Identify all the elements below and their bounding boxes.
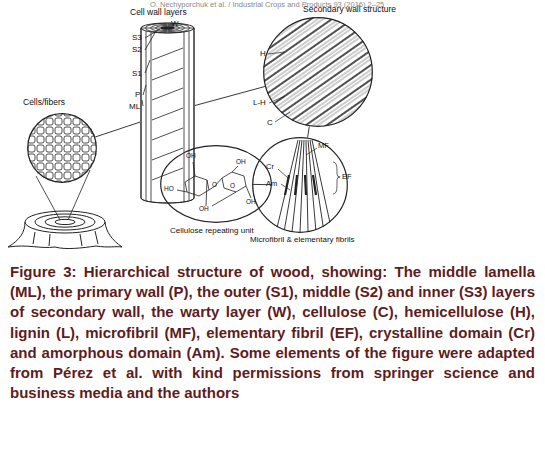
layer-label: S1 <box>132 70 142 78</box>
layer-line <box>146 31 147 200</box>
fibril-hatch <box>152 48 183 180</box>
component-label: Am <box>266 180 277 188</box>
node-heading: Microfibril & elementary fibrils <box>250 236 354 244</box>
fibril-bracket <box>333 162 340 194</box>
cylinder-outline <box>141 23 194 203</box>
layer-line <box>151 32 152 201</box>
layer-label: S2 <box>132 46 142 54</box>
component-label: MF <box>318 142 329 150</box>
crystalline-domain <box>285 175 316 195</box>
node-heading: Cellulose repeating unit <box>170 227 254 235</box>
component-label: C <box>267 119 273 127</box>
zoom-connector <box>308 126 310 137</box>
zoom-connector <box>252 184 272 185</box>
node-heading: Cells/fibers <box>23 98 65 107</box>
leader-line <box>306 148 317 155</box>
chem-group: HO <box>164 186 174 193</box>
layer-ring <box>151 24 185 31</box>
component-label: EF <box>342 173 352 181</box>
figure-caption: Figure 3: Hierarchical structure of wood… <box>10 262 535 403</box>
cell-wall-cylinder: Cell wall layers <box>140 22 195 204</box>
chem-group: OH <box>246 199 256 206</box>
glucose-ring <box>185 176 209 196</box>
chem-group: OH <box>199 206 209 213</box>
cell-tissue <box>25 111 99 185</box>
fibril-ground <box>252 137 348 233</box>
label-leader <box>268 52 290 122</box>
cellulose-structure <box>177 162 251 206</box>
cylinder-body <box>141 28 194 203</box>
label-leader <box>278 148 340 194</box>
chem-group: OH <box>236 159 246 166</box>
growth-ring <box>35 214 95 230</box>
zoom-connector <box>95 122 140 137</box>
leader-line <box>268 52 285 54</box>
circle-outline <box>264 18 373 127</box>
node-outline <box>263 17 373 127</box>
component-label: L-H <box>253 99 266 107</box>
layer-label: W <box>171 20 179 28</box>
chem-group: OH <box>186 153 196 160</box>
node-outline <box>27 113 97 183</box>
running-header: O. Nechyporchuk et al. / Industrial Crop… <box>150 1 384 9</box>
layer-label: ML <box>129 103 140 111</box>
layer-line <box>189 31 190 200</box>
component-label: H <box>260 50 266 58</box>
circle-outline <box>28 114 97 183</box>
elementary-fibril <box>276 140 332 232</box>
layer-line <box>184 32 185 201</box>
circle-outline <box>161 146 272 223</box>
chem-group: O <box>212 182 217 189</box>
cells-circle: Cells/fibers <box>27 113 97 183</box>
secondary-wall-circle: Secondary wall structure <box>263 17 373 127</box>
leader-line <box>281 184 290 190</box>
secondary-wall-bands <box>263 17 373 127</box>
cell-wall-cylinder <box>141 23 194 203</box>
layer-label: S3 <box>132 34 142 42</box>
layer-ring <box>146 23 190 33</box>
glucose-ring <box>222 172 246 192</box>
circle-outline <box>253 138 348 233</box>
component-label: Cr <box>266 163 274 171</box>
glycosidic-bond <box>209 178 222 190</box>
layer-label: P <box>135 91 140 99</box>
label-leader <box>142 26 174 106</box>
leader-line <box>36 176 60 220</box>
zoom-connector <box>195 87 265 106</box>
bark-line <box>33 231 98 246</box>
tree-stump <box>8 211 122 249</box>
stump-top <box>25 211 105 233</box>
substituent-bond <box>177 162 251 206</box>
node-outline <box>140 22 195 204</box>
chem-group: O <box>230 183 235 190</box>
leader-line <box>278 169 288 178</box>
microfibril-bundle <box>252 137 348 233</box>
growth-ring <box>55 219 75 224</box>
node-heading: Cell wall layers <box>130 8 187 17</box>
growth-ring <box>45 217 85 227</box>
